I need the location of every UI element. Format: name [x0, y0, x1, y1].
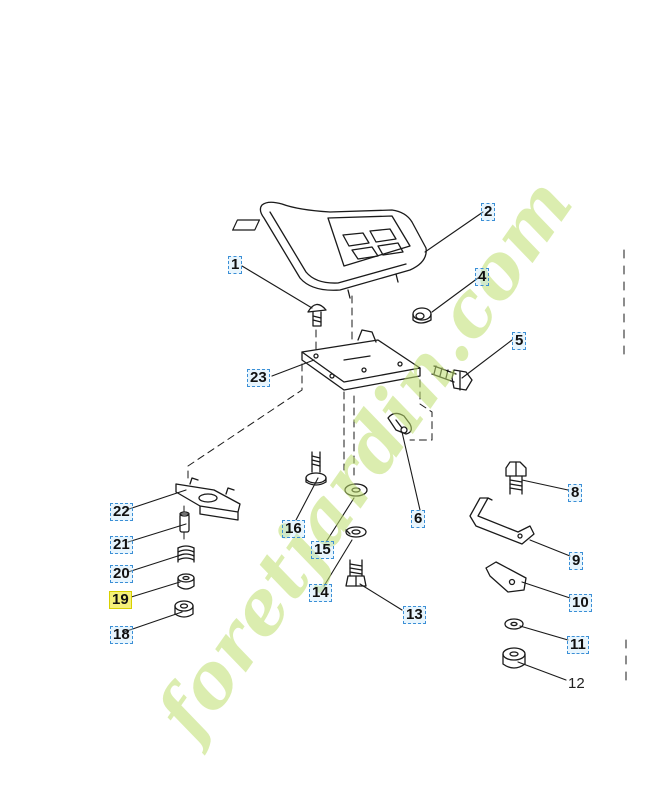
- part-label-6[interactable]: 6: [411, 510, 426, 528]
- part-label-2[interactable]: 2: [481, 203, 496, 221]
- part-label-12[interactable]: 12: [568, 675, 585, 692]
- carriage-bolt-part: [307, 303, 327, 327]
- leader-lines: [123, 211, 571, 681]
- part-label-9[interactable]: 9: [569, 552, 584, 570]
- right-edge-guide: [623, 249, 627, 681]
- part-label-11[interactable]: 11: [567, 636, 589, 654]
- part-label-1[interactable]: 1: [228, 256, 243, 274]
- locknut-part-18: [174, 600, 194, 618]
- nut-part-12: [502, 647, 526, 669]
- dashed-assembly-lines: [183, 295, 433, 545]
- bolt-part-16: [305, 451, 327, 486]
- part-label-18[interactable]: 18: [110, 626, 133, 644]
- part-label-15[interactable]: 15: [311, 541, 334, 559]
- spring-clip-part: [387, 412, 412, 435]
- part-label-21[interactable]: 21: [110, 536, 133, 554]
- washer-part-19: [177, 573, 195, 590]
- part-label-8[interactable]: 8: [568, 484, 583, 502]
- plate-part-10: [485, 561, 527, 593]
- part-label-13[interactable]: 13: [403, 606, 426, 624]
- part-label-22[interactable]: 22: [110, 503, 133, 521]
- lock-washer-part-14: [345, 526, 367, 538]
- part-label-4[interactable]: 4: [475, 268, 490, 286]
- seat-slide-bracket-part: [175, 477, 241, 521]
- bolt-part-13: [345, 559, 367, 587]
- spring-part: [177, 545, 195, 563]
- bolt-part-8: [505, 461, 527, 495]
- bracket-part-9: [469, 497, 535, 545]
- part-label-23[interactable]: 23: [247, 369, 270, 387]
- seat-plate-part: [301, 329, 421, 391]
- washer-part-11: [504, 618, 524, 630]
- washer-part-15: [344, 483, 368, 497]
- part-label-20[interactable]: 20: [110, 565, 133, 583]
- seat-part: [232, 201, 427, 299]
- part-label-10[interactable]: 10: [569, 594, 592, 612]
- nut-part: [412, 307, 432, 324]
- part-label-14[interactable]: 14: [309, 584, 332, 602]
- part-label-16[interactable]: 16: [282, 520, 305, 538]
- part-label-19-highlighted[interactable]: 19: [109, 591, 132, 609]
- pin-part: [179, 511, 190, 533]
- part-label-5[interactable]: 5: [512, 332, 527, 350]
- hex-bolt-part: [431, 365, 473, 391]
